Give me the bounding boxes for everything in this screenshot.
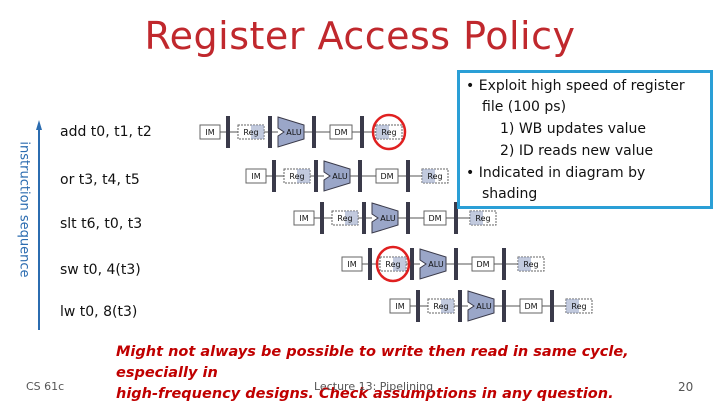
pipeline-register [502, 248, 506, 280]
pipeline-row-2: IM Reg ALU DM Reg [245, 160, 449, 192]
alu-label: ALU [380, 214, 396, 223]
dm-label: DM [524, 302, 537, 311]
im-label: IM [251, 172, 260, 181]
pipeline-register [406, 160, 410, 192]
reg-read-shade [441, 299, 454, 313]
pipeline-register [406, 202, 410, 234]
reg-read-shade [345, 211, 358, 225]
callout-bullet-1-cont: file (100 ps) [482, 99, 567, 115]
pipeline-register [362, 202, 366, 234]
footer-page-number: 20 [678, 380, 694, 394]
warning-line-1: Might not always be possible to write th… [116, 344, 629, 381]
alu-shape [277, 116, 305, 148]
writeback-highlight-circle [371, 113, 407, 151]
dm-label: DM [428, 214, 441, 223]
instruction-3: slt t6, t0, t3 [60, 216, 143, 232]
footer-lecture: Lecture 13: Pipelining [314, 380, 434, 393]
reg-read-label: Reg [337, 214, 352, 223]
im-label: IM [299, 214, 308, 223]
footer-course: CS 61c [26, 380, 65, 393]
reg-read-label: Reg [243, 128, 258, 137]
reg-write-shade [566, 299, 579, 313]
alu-shape [419, 248, 447, 280]
callout-bullet-2: • Indicated in diagram by [466, 165, 646, 181]
alu-shape [467, 290, 495, 322]
dm-label: DM [380, 172, 393, 181]
sequence-arrow [36, 120, 42, 330]
pipeline-register [368, 248, 372, 280]
pipeline-register [454, 202, 458, 234]
pipeline-register [272, 160, 276, 192]
reg-write-label: Reg [571, 302, 586, 311]
callout-sub-2: 2) ID reads new value [500, 143, 654, 159]
instruction-5: lw t0, 8(t3) [60, 304, 138, 320]
pipeline-row-3: IM Reg ALU DM Reg [293, 202, 497, 234]
instruction-1: add t0, t1, t2 [60, 124, 152, 140]
pipeline-row-5: IM Reg ALU DM Reg [389, 290, 593, 322]
callout-bullet-2-text: Indicated in diagram by [478, 165, 646, 181]
pipeline-register [502, 290, 506, 322]
pipeline-row-1: IM Reg ALU DM Reg [199, 116, 403, 148]
pipeline-register [458, 290, 462, 322]
reg-write-label: Reg [523, 260, 538, 269]
reg-read-shade [251, 125, 264, 139]
alu-label: ALU [428, 260, 444, 269]
callout-bullet-1-text: Exploit high speed of register [478, 78, 685, 94]
reg-read-label: Reg [433, 302, 448, 311]
instruction-4: sw t0, 4(t3) [60, 262, 141, 278]
reg-read-shade [297, 169, 310, 183]
pipeline-row-4: IM Reg ALU DM Reg [341, 248, 545, 280]
im-label: IM [347, 260, 356, 269]
callout-bullet-2-cont: shading [482, 186, 538, 202]
alu-label: ALU [286, 128, 302, 137]
pipeline-register [226, 116, 230, 148]
pipeline-register [358, 160, 362, 192]
pipeline-register [320, 202, 324, 234]
alu-shape [323, 160, 351, 192]
dm-label: DM [476, 260, 489, 269]
alu-shape [371, 202, 399, 234]
pipeline-register [410, 248, 414, 280]
alu-label: ALU [332, 172, 348, 181]
pipeline-register [314, 160, 318, 192]
warning-text: Might not always be possible to write th… [116, 342, 696, 405]
reg-read-label: Reg [289, 172, 304, 181]
decode-highlight-circle [375, 245, 411, 283]
im-label: IM [205, 128, 214, 137]
reg-write-label: Reg [427, 172, 442, 181]
alu-label: ALU [476, 302, 492, 311]
register-policy-callout: • Exploit high speed of register file (1… [457, 70, 713, 209]
pipeline-register [550, 290, 554, 322]
slide-title: Register Access Policy [144, 14, 576, 58]
reg-write-shade [422, 169, 435, 183]
callout-sub-1: 1) WB updates value [500, 121, 647, 137]
warning-line-2: high-frequency designs. Check assumption… [116, 386, 614, 402]
pipeline-register [268, 116, 272, 148]
pipeline-register [416, 290, 420, 322]
pipeline-register [312, 116, 316, 148]
dm-label: DM [334, 128, 347, 137]
reg-write-label: Reg [475, 214, 490, 223]
pipeline-register [360, 116, 364, 148]
reg-write-shade [376, 125, 389, 139]
reg-read-shade [393, 257, 406, 271]
im-label: IM [395, 302, 404, 311]
reg-write-shade [470, 211, 483, 225]
reg-write-shade [518, 257, 531, 271]
callout-bullet-1: • Exploit high speed of register [466, 78, 685, 94]
reg-write-label: Reg [381, 128, 396, 137]
reg-read-label: Reg [385, 260, 400, 269]
instruction-2: or t3, t4, t5 [60, 172, 140, 188]
pipeline-register [454, 248, 458, 280]
